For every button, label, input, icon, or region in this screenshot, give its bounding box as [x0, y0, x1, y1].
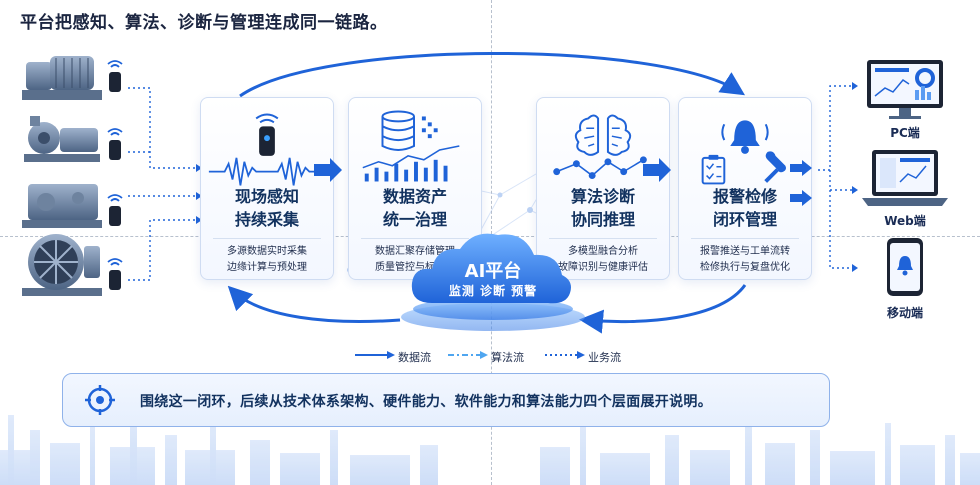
database-chart-icon — [362, 110, 460, 182]
legend-label: 业务流 — [588, 351, 621, 364]
arrow-right-icon — [790, 160, 812, 176]
laptop-icon — [862, 150, 948, 206]
legend-line-solid — [355, 351, 395, 359]
mobile-phone-icon — [887, 238, 923, 296]
client-label-mobile: 移动端 — [886, 306, 923, 320]
card-desc-line: 故障识别与健康评估 — [558, 262, 648, 273]
card-divider — [361, 238, 469, 239]
legend-label: 数据流 — [398, 351, 431, 364]
card-desc-line: 检修执行与复盘优化 — [700, 262, 790, 273]
wireless-sensor-icon — [107, 128, 123, 160]
card-title-line: 数据资产 — [382, 187, 447, 206]
client-label-web: Web端 — [884, 214, 926, 228]
page-title: 平台把感知、算法、诊断与管理连成同一链路。 — [20, 13, 388, 33]
card-data-governance: 数据资产 统一治理 数据汇聚存储管理 质量管控与标准化 — [348, 97, 482, 280]
card-title-line: 统一治理 — [382, 210, 447, 229]
client-label-pc: PC端 — [890, 126, 920, 140]
card-title-line: 闭环管理 — [712, 210, 777, 229]
gearbox-icon — [22, 184, 102, 228]
alarm-bell-icon — [701, 120, 787, 185]
card-alarm-maintenance: 报警检修 闭环管理 报警推送与工单流转 检修执行与复盘优化 — [678, 97, 812, 280]
card-desc-line: 数据汇聚存储管理 — [375, 246, 455, 257]
wireless-sensor-icon — [107, 60, 123, 92]
card-desc-line: 报警推送与工单流转 — [700, 246, 790, 257]
arrow-right-icon — [790, 190, 812, 206]
legend-line-dash-dot — [448, 351, 488, 359]
wireless-sensor-icon — [107, 194, 123, 226]
legend-line-dotted — [545, 351, 585, 359]
ai-platform-cloud — [401, 233, 585, 331]
card-algorithm-diagnosis: 算法诊断 协同推理 多模型融合分析 故障识别与健康评估 — [536, 97, 670, 280]
summary-banner-text: 围绕这一闭环，后续从技术体系架构、硬件能力、软件能力和算法能力四个层面展开说明。 — [140, 394, 712, 410]
arrow-right-icon — [314, 158, 342, 182]
summary-banner — [62, 373, 830, 427]
desktop-monitor-icon — [867, 60, 943, 119]
arrow-right-icon — [643, 158, 671, 182]
card-desc-line: 多源数据实时采集 — [227, 246, 307, 257]
card-title-line: 现场感知 — [234, 187, 299, 206]
centrifugal-pump-icon — [24, 116, 100, 162]
motor-pump-icon — [22, 56, 102, 100]
card-title-line: 算法诊断 — [570, 187, 635, 206]
ai-platform-title: AI平台 — [464, 261, 522, 282]
card-title-line: 协同推理 — [570, 210, 635, 229]
brain-network-icon — [553, 114, 647, 180]
sensor-waveform-icon — [208, 113, 326, 186]
card-field-sensing: 现场感知 持续采集 多源数据实时采集 边缘计算与预处理 — [200, 97, 334, 280]
card-title-line: 报警检修 — [712, 187, 777, 206]
industrial-skyline-background — [0, 410, 980, 485]
card-desc-line: 多模型融合分析 — [568, 246, 638, 257]
legend-label: 算法流 — [491, 351, 524, 364]
card-divider — [213, 238, 321, 239]
fan-icon — [22, 234, 102, 296]
equipment-column — [22, 56, 200, 296]
wireless-sensor-icon — [107, 258, 123, 290]
card-divider — [691, 238, 799, 239]
card-desc-line: 边缘计算与预处理 — [227, 262, 307, 273]
target-icon — [85, 385, 115, 415]
card-title-line: 持续采集 — [234, 210, 299, 229]
ai-platform-subtitle: 监测 诊断 预警 — [448, 284, 538, 298]
card-desc-line: 质量管控与标准化 — [375, 262, 455, 273]
card-divider — [549, 238, 657, 239]
